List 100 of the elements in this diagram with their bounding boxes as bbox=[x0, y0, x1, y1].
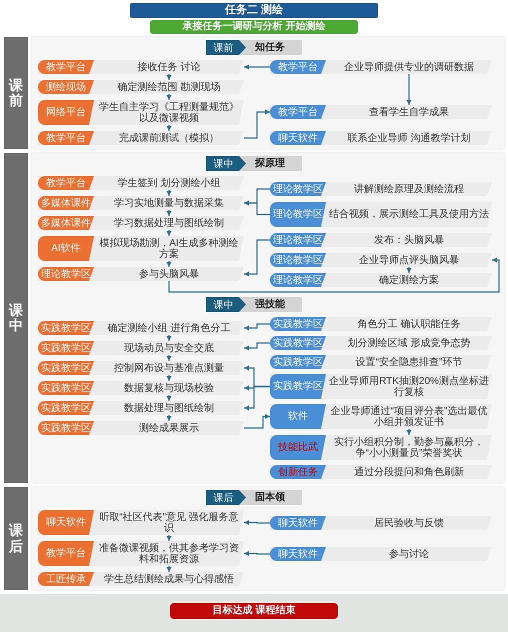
section-label: 课后 bbox=[9, 523, 23, 554]
activity-row bbox=[270, 131, 492, 145]
activity-text: 听取“社区代表”意见 强化服务意识 bbox=[98, 512, 240, 534]
activity-text: 现场动员与安全交底 bbox=[124, 342, 214, 354]
activity-text: 联系企业导师 沟通教学计划 bbox=[348, 132, 470, 144]
platform-tag: 实践教学区 bbox=[38, 321, 94, 335]
platform-tag: 技能比武 bbox=[270, 435, 326, 460]
platform-tag: 多媒体课件 bbox=[38, 196, 94, 210]
stage-tag: 课前 bbox=[206, 40, 246, 55]
activity-text: 居民验收与反馈 bbox=[374, 518, 444, 528]
activity-row bbox=[270, 404, 492, 429]
arrow bbox=[244, 110, 270, 139]
platform-tag: 实践教学区 bbox=[38, 421, 94, 435]
activity-row bbox=[270, 516, 492, 530]
activity-row bbox=[270, 60, 492, 74]
activity-row bbox=[270, 182, 492, 196]
platform-tag: 聊天软件 bbox=[270, 547, 326, 561]
activity-text: 结合视频，展示测绘工具及使用方法 bbox=[329, 209, 489, 220]
activity-text: 完成课前测试（模拟） bbox=[119, 132, 219, 144]
platform-tag: 工匠传承 bbox=[38, 572, 94, 586]
arrow bbox=[244, 386, 270, 410]
activity-row bbox=[38, 341, 244, 355]
activity-row bbox=[38, 131, 244, 145]
platform-tag: 聊天软件 bbox=[270, 516, 326, 530]
stage-tag: 课后 bbox=[206, 490, 246, 505]
activity-row bbox=[38, 176, 244, 190]
activity-text: 学生总结测绘成果与心得感悟 bbox=[104, 574, 234, 584]
platform-tag: 理论教学区 bbox=[270, 233, 326, 247]
stage-title: 知任务 bbox=[255, 42, 285, 54]
platform-tag: 实践教学区 bbox=[38, 341, 94, 355]
arrow bbox=[244, 414, 270, 429]
platform-tag: 实践教学区 bbox=[38, 401, 94, 415]
activity-row bbox=[270, 273, 492, 287]
section-panel bbox=[32, 487, 504, 590]
activity-row bbox=[270, 253, 492, 267]
activity-row bbox=[38, 267, 244, 281]
section-band bbox=[4, 153, 28, 483]
arrow bbox=[166, 125, 172, 131]
arrow bbox=[406, 267, 412, 273]
stage-title: 强技能 bbox=[255, 298, 285, 310]
arrow bbox=[244, 64, 270, 70]
activity-row bbox=[270, 374, 492, 399]
section-label: 课前 bbox=[9, 78, 23, 108]
platform-tag: 实践教学区 bbox=[270, 374, 326, 399]
platform-tag: 教学平台 bbox=[38, 541, 94, 566]
arrow bbox=[406, 74, 412, 105]
platform-tag: 网络平台 bbox=[38, 100, 94, 125]
activity-row bbox=[38, 510, 244, 535]
activity-row bbox=[270, 202, 492, 227]
activity-text: 通过分段提问和角色刷新 bbox=[354, 466, 464, 478]
arrow bbox=[406, 429, 412, 435]
platform-tag: 教学平台 bbox=[38, 60, 94, 74]
arrow bbox=[168, 258, 500, 293]
arrow bbox=[244, 323, 270, 330]
activity-row bbox=[38, 541, 244, 566]
section-band bbox=[4, 37, 28, 149]
activity-text: 确定测绘范围 勘测现场 bbox=[118, 82, 220, 92]
activity-row bbox=[270, 233, 492, 247]
platform-tag: 聊天软件 bbox=[270, 131, 326, 145]
platform-tag: 创新任务 bbox=[270, 465, 326, 479]
activity-text: 数据复核与现场校验 bbox=[124, 382, 214, 394]
closing-banner: 目标达成 课程结束 bbox=[170, 603, 338, 619]
arrow bbox=[166, 335, 172, 341]
arrow bbox=[244, 551, 270, 556]
platform-tag: 实践教学区 bbox=[270, 317, 326, 331]
section-panel bbox=[32, 153, 504, 483]
activity-text: 实行小组积分制，勤参与赢积分，争“小小测量员”荣誉奖状 bbox=[333, 436, 485, 458]
subtitle-banner: 承接任务一调研与分析 开始测绘 bbox=[150, 20, 358, 34]
platform-tag: 教学平台 bbox=[270, 105, 326, 119]
activity-text: 学生自主学习《工程测量规范》以及微课视频 bbox=[98, 102, 240, 124]
arrow bbox=[166, 535, 172, 541]
stage-header bbox=[206, 156, 302, 171]
arrow bbox=[166, 230, 172, 236]
stage-title: 探原理 bbox=[255, 158, 285, 170]
platform-tag: 测绘现场 bbox=[38, 80, 94, 94]
activity-row bbox=[38, 321, 244, 335]
arrow bbox=[166, 190, 172, 196]
activity-row bbox=[38, 196, 244, 210]
arrow bbox=[166, 415, 172, 421]
section-band bbox=[4, 487, 28, 590]
activity-row bbox=[270, 465, 492, 479]
activity-row bbox=[38, 572, 244, 586]
platform-tag: 实践教学区 bbox=[38, 381, 94, 395]
platform-tag: 教学平台 bbox=[38, 176, 94, 190]
activity-row bbox=[38, 361, 244, 375]
arrow bbox=[244, 342, 270, 350]
arrow bbox=[166, 566, 172, 572]
arrow bbox=[166, 355, 172, 361]
activity-row bbox=[270, 355, 492, 369]
stage-tag: 课中 bbox=[206, 156, 246, 171]
activity-row bbox=[38, 381, 244, 395]
stage-header bbox=[206, 490, 302, 505]
section-panel bbox=[32, 37, 504, 149]
arrow bbox=[166, 74, 172, 80]
platform-tag: 理论教学区 bbox=[270, 182, 326, 196]
arrow bbox=[166, 395, 172, 401]
arrow bbox=[166, 375, 172, 381]
activity-row bbox=[38, 216, 244, 230]
activity-text: 数据处理与图纸绘制 bbox=[124, 402, 214, 414]
platform-tag: AI软件 bbox=[38, 236, 94, 261]
